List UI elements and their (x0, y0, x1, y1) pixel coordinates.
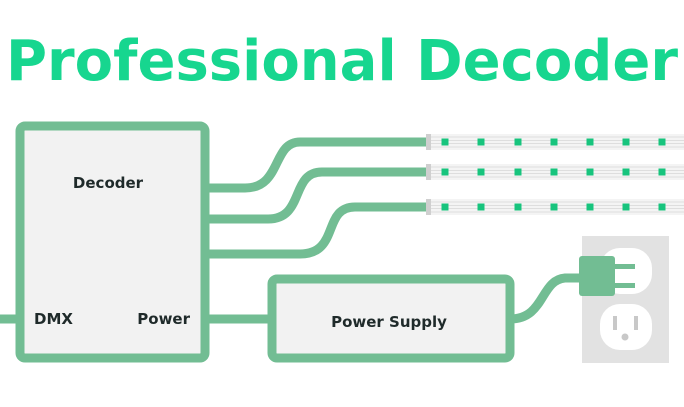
lower-ground-hole (621, 333, 629, 341)
wires (0, 137, 585, 324)
plug-prong-bottom (615, 283, 635, 288)
plug-body (579, 256, 615, 296)
lower-slot-left (613, 316, 617, 330)
plug-cord (509, 273, 585, 324)
led-chip (586, 168, 594, 176)
led-strips (426, 134, 684, 215)
dmx-label: DMX (34, 310, 73, 328)
led-strip-3 (426, 199, 684, 215)
led-chip (586, 203, 594, 211)
wall-outlet-icon (582, 236, 669, 363)
led-strip-connector (426, 199, 431, 215)
plug-prong-top (615, 264, 635, 269)
strip-3-wire (205, 202, 426, 259)
led-chip (477, 168, 485, 176)
led-chip (441, 168, 449, 176)
led-chip (550, 203, 558, 211)
led-chip (622, 203, 630, 211)
led-chip (441, 138, 449, 146)
strip-2-wire (205, 167, 426, 224)
power-supply-label: Power Supply (331, 313, 447, 331)
led-chip (658, 138, 666, 146)
lower-socket (600, 304, 652, 350)
led-chip (514, 138, 522, 146)
led-chip (514, 168, 522, 176)
strip-1-wire (205, 137, 426, 193)
led-chip (622, 168, 630, 176)
power-supply-box: Power Supply (267, 274, 515, 363)
power-label: Power (137, 310, 190, 328)
led-strip-1 (426, 134, 684, 150)
led-chip (550, 138, 558, 146)
led-chip (622, 138, 630, 146)
led-chip (441, 203, 449, 211)
page-title: Professional Decoder (6, 29, 678, 94)
led-chip (477, 203, 485, 211)
led-chip (477, 138, 485, 146)
led-chip (514, 203, 522, 211)
power-supply-outline (267, 274, 515, 363)
led-chip (658, 203, 666, 211)
decoder-box: Decoder DMX Power (15, 121, 210, 363)
led-strip-2 (426, 164, 684, 180)
decoder-label: Decoder (73, 174, 144, 192)
led-strip-connector (426, 164, 431, 180)
decoder-box-outline (15, 121, 210, 363)
led-strip-connector (426, 134, 431, 150)
led-chip (586, 138, 594, 146)
power-plug-icon (579, 256, 635, 296)
led-chip (658, 168, 666, 176)
lower-slot-right (634, 316, 638, 330)
led-chip (550, 168, 558, 176)
